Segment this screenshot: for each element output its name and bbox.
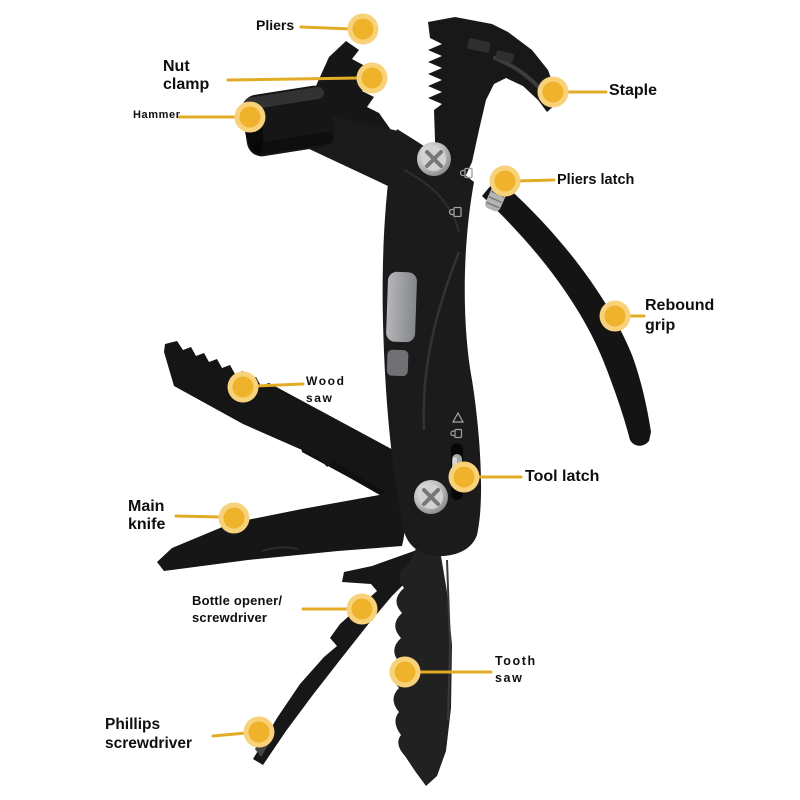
phillips-line	[211, 731, 248, 738]
lock-icon	[459, 167, 473, 179]
triangle-icon	[451, 411, 465, 423]
tooth-saw-dot	[389, 656, 421, 688]
bottle-opener-dot	[346, 593, 378, 625]
tooth-saw-shape	[393, 537, 452, 786]
claw-texture-patch	[467, 38, 491, 53]
rebound-grip-dot	[599, 300, 631, 332]
callout-label-pliers-latch: Pliers latch	[557, 172, 635, 188]
callout-label-wood-saw: Wood saw	[306, 374, 346, 405]
nut-clamp-dot	[356, 62, 388, 94]
callout-label-staple: Staple	[609, 82, 658, 99]
main-knife-dot	[218, 502, 250, 534]
pliers-line	[299, 25, 354, 31]
wood-saw-line	[254, 382, 305, 388]
driver-arm-shape	[253, 546, 432, 765]
main-knife-shape	[157, 491, 405, 571]
nut-clamp-line	[226, 76, 361, 82]
callout-label-tooth-saw: Tooth saw	[495, 654, 537, 685]
callout-label-rebound-grip: Rebound grip	[645, 297, 715, 334]
callout-label-tool-latch: Tool latch	[525, 468, 600, 485]
hammer-head-shape	[241, 85, 335, 157]
handle-grip-panel	[386, 271, 417, 377]
handle-gloss-line	[422, 251, 461, 431]
main-knife-line	[174, 514, 223, 519]
tool-latch-dot	[448, 461, 480, 493]
pliers-dot	[347, 13, 379, 45]
callout-label-nut-clamp: Nut clamp	[163, 58, 210, 93]
wood-saw-dot	[227, 371, 259, 403]
knife-edge-line	[261, 546, 299, 552]
tooth-saw-spine-highlight	[446, 559, 452, 721]
lock-icon	[450, 428, 463, 439]
pliers-latch-dot	[489, 165, 521, 197]
pivot-screw-top	[417, 142, 451, 176]
callout-lines	[174, 25, 646, 738]
callout-label-hammer: Hammer	[133, 109, 181, 121]
hammer-dot	[234, 101, 266, 133]
claw-texture-patch	[495, 50, 515, 63]
phillips-dot	[243, 716, 275, 748]
callout-label-pliers: Pliers	[256, 17, 295, 33]
handle-gloss-line	[403, 169, 460, 233]
callout-label-phillips: Phillips screwdriver	[105, 716, 193, 752]
pivot-screw-bottom	[414, 480, 448, 514]
claw-staple-shape	[428, 17, 556, 188]
pliers-latch-line	[516, 178, 556, 183]
lock-icon	[448, 206, 462, 218]
callout-label-main-knife: Main knife	[128, 498, 166, 533]
callout-dots	[218, 13, 631, 748]
callout-label-bottle-opener: Bottle opener/ screwdriver	[192, 593, 283, 625]
staple-dot	[537, 76, 569, 108]
